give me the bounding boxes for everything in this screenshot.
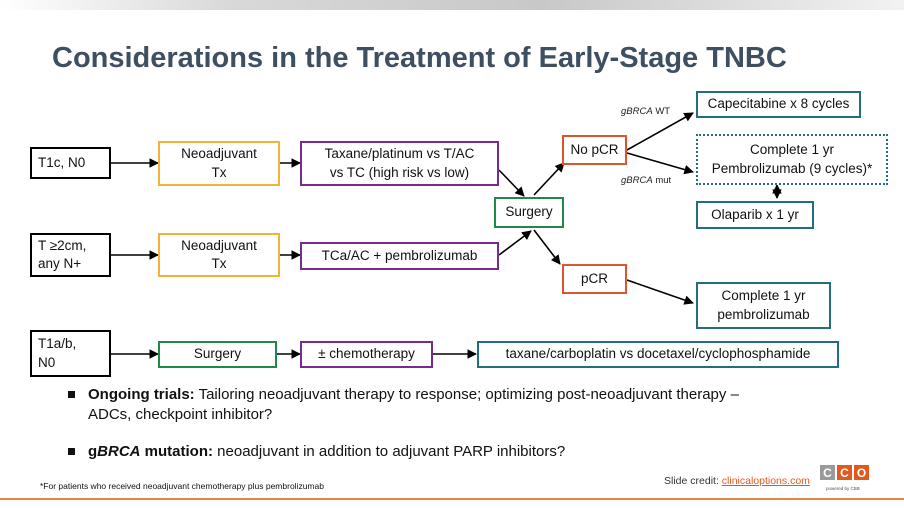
neo1-line1: Neoadjuvant bbox=[181, 146, 257, 162]
box-pcr: pCR bbox=[562, 264, 627, 294]
bullet-list: Ongoing trials: Tailoring neoadjuvant th… bbox=[66, 385, 846, 474]
gbrca-wt-status: WT bbox=[652, 106, 671, 117]
label-gbrca-wt: gBRCA WT bbox=[621, 106, 670, 117]
slide-title: Considerations in the Treatment of Early… bbox=[52, 42, 787, 74]
box-capecitabine: Capecitabine x 8 cycles bbox=[696, 91, 861, 118]
bullet-square-icon bbox=[68, 391, 75, 398]
chemo-label: ± chemotherapy bbox=[318, 346, 415, 362]
pembro9-line2: Pembrolizumab (9 cycles)* bbox=[711, 160, 873, 176]
logo-letter-3: O bbox=[854, 465, 869, 480]
arrow-nopcr-cape bbox=[626, 112, 694, 151]
credit-prefix: Slide credit: bbox=[664, 475, 722, 487]
label-gbrca-mut: gBRCA mut bbox=[621, 175, 671, 186]
arrow-taxane-surgery bbox=[498, 169, 525, 197]
box-surgery-low: Surgery bbox=[158, 341, 277, 368]
neo2-line1: Neoadjuvant bbox=[181, 237, 257, 253]
logo-letter-2: C bbox=[837, 465, 852, 480]
taxane-line1: Taxane/platinum vs T/AC bbox=[324, 146, 475, 162]
footnote: *For patients who received neoadjuvant c… bbox=[40, 481, 324, 491]
cape-label: Capecitabine x 8 cycles bbox=[707, 96, 850, 112]
box-t1ab-n0: T1a/b, N0 bbox=[30, 330, 111, 377]
pembro-line2: pembrolizumab bbox=[717, 306, 810, 322]
bullet2-bold-italic: BRCA bbox=[97, 443, 141, 460]
t2-line2: any N+ bbox=[38, 256, 82, 271]
pcr-label: pCR bbox=[580, 270, 608, 286]
box-chemotherapy: ± chemotherapy bbox=[300, 341, 433, 368]
bullet-gbrca: gBRCA mutation: neoadjuvant in addition … bbox=[66, 442, 846, 462]
bottom-accent-line bbox=[0, 498, 904, 500]
box-pembrolizumab: Complete 1 yr pembrolizumab bbox=[696, 282, 831, 329]
box-taxane-platinum: Taxane/platinum vs T/AC vs TC (high risk … bbox=[300, 141, 499, 186]
nopcr-label: No pCR bbox=[570, 141, 619, 157]
box-no-pcr: No pCR bbox=[562, 135, 627, 165]
olaparib-label: Olaparib x 1 yr bbox=[711, 206, 799, 222]
box-tca-ac: TCa/AC + pembrolizumab bbox=[300, 242, 499, 270]
pembro-line1: Complete 1 yr bbox=[721, 288, 806, 304]
t1ab-line1: T1a/b, bbox=[38, 336, 77, 352]
arrow-nopcr-olaparib bbox=[626, 152, 694, 175]
bullet1-line2: ADCs, checkpoint inhibitor? bbox=[88, 405, 273, 423]
taxane-line2: vs TC (high risk vs low) bbox=[329, 164, 470, 180]
bullet1-bold: Ongoing trials: bbox=[88, 386, 195, 403]
surgery-mid-label: Surgery bbox=[505, 204, 553, 220]
t1ab-line2: N0 bbox=[38, 354, 56, 370]
slide-credit: Slide credit: clinicaloptions.com bbox=[664, 475, 810, 487]
neo2-line2: Tx bbox=[211, 256, 227, 271]
gbrca-mut-gene: gBRCA bbox=[621, 175, 653, 186]
logo-letter-1: C bbox=[820, 465, 835, 480]
gbrca-mut-status: mut bbox=[652, 175, 672, 186]
neo1-line2: Tx bbox=[211, 164, 227, 180]
arrow-pcr-pembro bbox=[626, 279, 694, 305]
top-gradient-bar bbox=[0, 0, 904, 10]
box-t2-n: T ≥2cm, any N+ bbox=[30, 233, 111, 277]
box-taxane-carboplatin: taxane/carboplatin vs docetaxel/cyclopho… bbox=[477, 341, 839, 368]
arrow-tca-surgery bbox=[498, 230, 532, 256]
box-t1c-n0: T1c, N0 bbox=[30, 147, 111, 179]
bullet-ongoing-trials: Ongoing trials: Tailoring neoadjuvant th… bbox=[66, 385, 846, 424]
bullet2-bold-post: mutation: bbox=[140, 443, 214, 460]
bullet-square-icon bbox=[68, 448, 75, 455]
arrow-surgery-pcr bbox=[533, 229, 561, 265]
pembro9-line1: Complete 1 yr bbox=[749, 142, 835, 158]
taxcarb-label: taxane/carboplatin vs docetaxel/cyclopho… bbox=[505, 346, 811, 362]
box-surgery-mid: Surgery bbox=[494, 197, 564, 228]
t2-line1: T ≥2cm, bbox=[38, 237, 87, 253]
box-pembrolizumab-9: Complete 1 yr Pembrolizumab (9 cycles)* bbox=[696, 134, 888, 185]
tca-label: TCa/AC + pembrolizumab bbox=[321, 247, 478, 263]
cco-logo: C C O bbox=[820, 465, 869, 480]
arrow-surgery-nopcr bbox=[533, 162, 565, 196]
bullet1-text: Tailoring neoadjuvant therapy to respons… bbox=[194, 386, 739, 403]
credit-link[interactable]: clinicaloptions.com bbox=[721, 475, 810, 487]
logo-subtitle: powered by CBB bbox=[826, 486, 860, 491]
bullet2-bold-pre: g bbox=[88, 443, 98, 460]
surgery-low-label: Surgery bbox=[193, 346, 242, 362]
gbrca-wt-gene: gBRCA bbox=[621, 106, 653, 117]
bullet2-text: neoadjuvant in addition to adjuvant PARP… bbox=[213, 443, 566, 460]
box-t1c-n0-label: T1c, N0 bbox=[38, 154, 86, 170]
box-olaparib: Olaparib x 1 yr bbox=[696, 201, 814, 229]
